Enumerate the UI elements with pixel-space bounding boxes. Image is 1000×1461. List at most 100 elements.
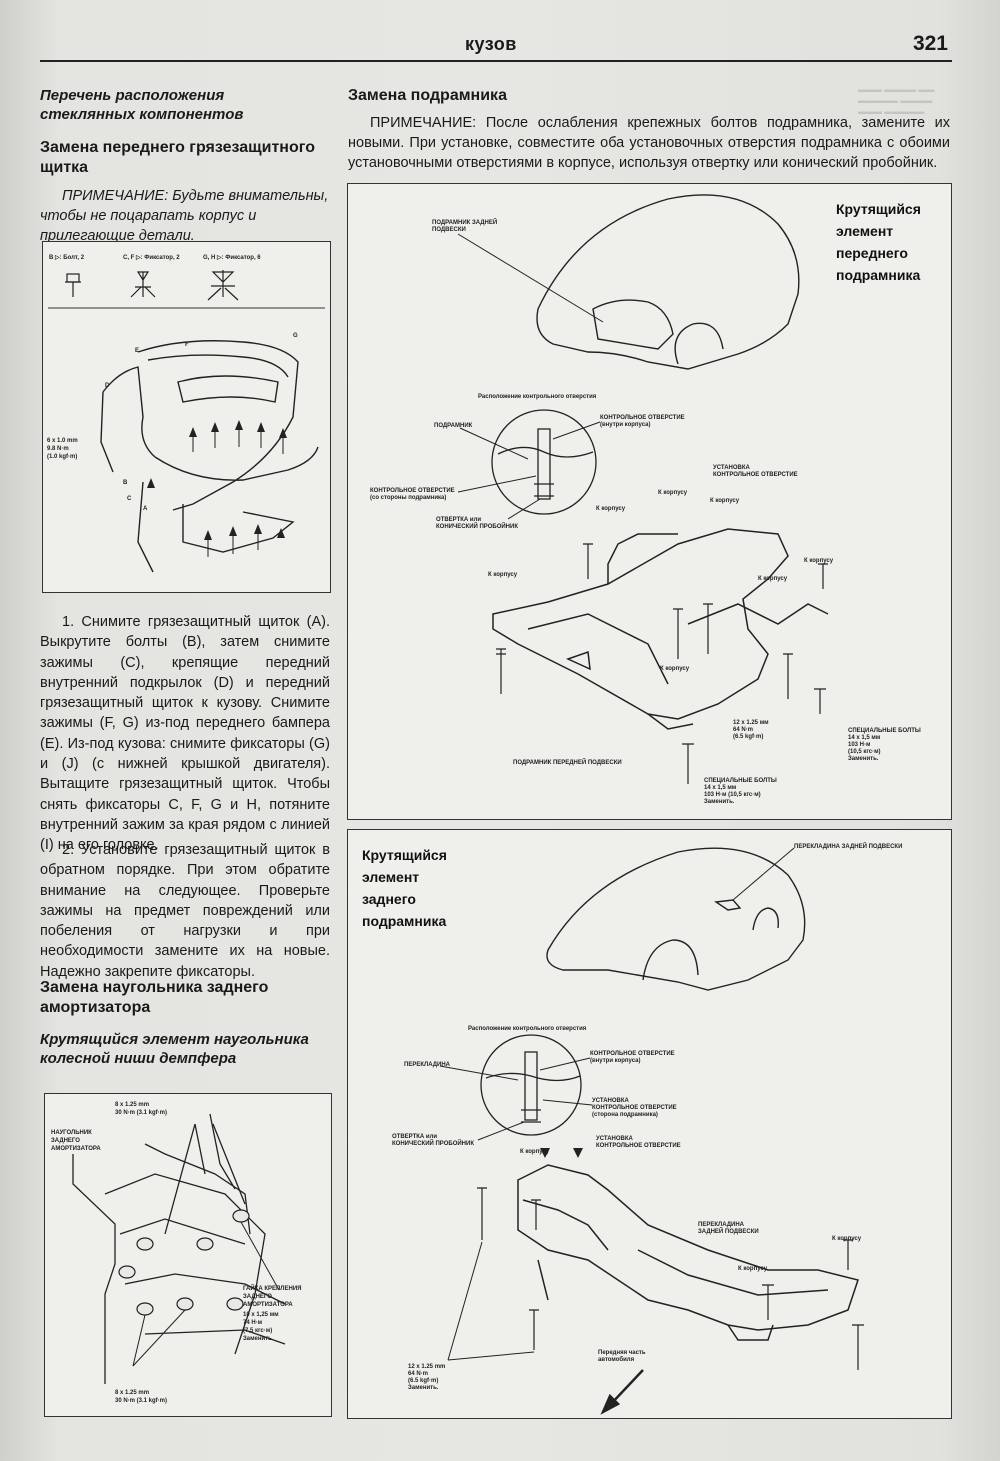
- torque-12-2: 64 N·m: [733, 727, 753, 733]
- callout-letter: C: [127, 496, 132, 502]
- callout-letter: B: [123, 480, 128, 486]
- fig2-title-2: элемент: [836, 223, 893, 239]
- check-hole-side-2: (со стороны подрамника): [370, 495, 446, 501]
- section-title: кузов: [465, 34, 517, 54]
- nut-label-4: 10 x 1,25 мм: [243, 1312, 279, 1318]
- front-subframe-drawing: [492, 528, 829, 730]
- torque-12-3: (6.5 kgf·m): [408, 1378, 438, 1384]
- figure-rear-subframe: Крутящийся элемент заднего подрамника ПЕ…: [347, 829, 952, 1419]
- special-bolts-b-1: СПЕЦИАЛЬНЫЕ БОЛТЫ: [704, 778, 777, 784]
- check-hole-inside-1: КОНТРОЛЬНОЕ ОТВЕРСТИЕ: [600, 415, 685, 421]
- bolt-icon: [496, 543, 828, 784]
- bolt-icon: [477, 1187, 864, 1370]
- fig3-title-1: Крутящийся: [362, 847, 447, 863]
- to-body-label: К корпусу: [660, 666, 690, 672]
- special-bolts-r-5: Заменить.: [848, 756, 879, 762]
- check-hole-detail: [480, 1034, 582, 1136]
- to-body-label: К корпусу: [658, 490, 688, 496]
- to-body-label: К корпусу: [832, 1236, 862, 1242]
- special-bolts-b-2: 14 x 1,5 мм: [704, 785, 737, 791]
- note-subframe: ПРИМЕЧАНИЕ: После ослабления крепежных б…: [348, 115, 950, 171]
- heading-gusset: Замена наугольника заднего амортизатора: [40, 979, 269, 1016]
- car-outline-drawing: [546, 847, 806, 991]
- legend-clip-gh: G, H ▷: Фиксатор, 6: [203, 254, 261, 261]
- screwdriver-1: ОТВЕРТКА или: [392, 1134, 437, 1140]
- nut-label-3: АМОРТИЗАТОРА: [243, 1302, 293, 1308]
- to-body-label: К корпусу: [596, 506, 626, 512]
- to-body-label: К корпусу: [804, 558, 834, 564]
- front-of-vehicle-1: Передняя часть: [598, 1350, 646, 1356]
- nut-label-7: Заменить.: [243, 1336, 274, 1342]
- torque-bottom-2: 30 N·m (3.1 kgf·m): [115, 1398, 167, 1404]
- rear-crossmember-1: ПЕРЕКЛАДИНА: [698, 1222, 745, 1228]
- bolt-icon: [65, 273, 81, 297]
- install-side-3: (сторона подрамника): [592, 1112, 658, 1118]
- figure-gusset: 8 x 1.25 mm 30 N·m (3.1 kgf·m) НАУГОЛЬНИ…: [44, 1093, 332, 1417]
- to-body-arrows: [540, 1148, 583, 1158]
- check-hole-location: Расположение контрольного отверстия: [468, 1026, 587, 1032]
- torque-12-1: 12 x 1.25 mm: [408, 1364, 445, 1370]
- torque-12-2: 64 N·m: [408, 1371, 428, 1377]
- rear-crossmember-2: ЗАДНЕЙ ПОДВЕСКИ: [698, 1227, 759, 1235]
- rear-subframe-drawing: [517, 1164, 859, 1341]
- torque-12-4: Заменить.: [408, 1385, 439, 1391]
- torque-bottom-1: 8 x 1.25 mm: [115, 1390, 149, 1396]
- check-hole-inside-2: (внутри корпуса): [590, 1058, 641, 1064]
- rear-subframe-label-1: ПОДРАМНИК ЗАДНЕЙ: [432, 218, 497, 226]
- check-hole-side-1: КОНТРОЛЬНОЕ ОТВЕРСТИЕ: [370, 488, 455, 494]
- callout-letter: G: [293, 333, 298, 339]
- callout-letter: D: [105, 383, 110, 389]
- header-rule: [40, 60, 952, 62]
- step-1-text: 1. Снимите грязезащитный щиток (A). Выкр…: [40, 614, 330, 854]
- page-number: 321: [912, 32, 948, 55]
- clip-icon-large: [207, 270, 239, 301]
- special-bolts-r-1: СПЕЦИАЛЬНЫЕ БОЛТЫ: [848, 728, 921, 734]
- install-label-1: УСТАНОВКА: [713, 465, 751, 471]
- bleed-through-text: ▬▬▬ ▬▬▬▬ ▬▬▬▬▬▬▬ ▬▬▬▬▬▬▬ ▬▬▬▬▬: [858, 85, 935, 116]
- crossmember-top-label: ПЕРЕКЛАДИНА ЗАДНЕЙ ПОДВЕСКИ: [794, 842, 902, 850]
- bumper-drawing: [100, 340, 319, 573]
- special-bolts-r-2: 14 x 1,5 мм: [848, 735, 881, 741]
- gusset-label-3: АМОРТИЗАТОРА: [51, 1146, 101, 1152]
- nut-label-6: (7,5 кгс·м): [243, 1328, 272, 1334]
- install-side-1: УСТАНОВКА: [592, 1098, 630, 1104]
- check-hole-location: Расположение контрольного отверстия: [478, 394, 597, 400]
- clip-arrows: [147, 420, 287, 540]
- torque-top-1: 8 x 1.25 mm: [115, 1102, 149, 1108]
- screwdriver-1: ОТВЕРТКА или: [436, 517, 481, 523]
- install-label-2: КОНТРОЛЬНОЕ ОТВЕРСТИЕ: [596, 1143, 681, 1149]
- fig2-title-1: Крутящийся: [836, 201, 921, 217]
- figure-front-subframe: ПОДРАМНИК ЗАДНЕЙ ПОДВЕСКИ Крутящийся эле…: [347, 183, 952, 820]
- figure-mudguard: B ▷: Болт, 2 C, F ▷: Фиксатор, 2 G, H ▷:…: [42, 241, 331, 593]
- special-bolts-b-3: 103 Н·м (10,5 кгс·м): [704, 792, 761, 798]
- fig2-title-3: переднего: [836, 245, 908, 261]
- heading-subframe: Замена подрамника: [348, 87, 507, 104]
- to-body-label: К корпусу: [738, 1266, 768, 1272]
- legend-bolt: B ▷: Болт, 2: [49, 254, 85, 261]
- heading-mudguard: Замена переднего грязезащитного щитка: [40, 139, 315, 176]
- clip-icon: [130, 271, 156, 298]
- bolt-icon: [118, 1209, 250, 1316]
- nut-label-2: ЗАДНЕГО: [243, 1294, 272, 1300]
- rear-subframe-label-2: ПОДВЕСКИ: [432, 227, 466, 233]
- heading-glass-list: Перечень расположения стеклянных компоне…: [40, 87, 244, 123]
- car-outline-drawing: [536, 194, 800, 370]
- check-hole-detail: [491, 409, 597, 515]
- fig2-title-4: подрамника: [836, 267, 920, 283]
- fig3-title-3: заднего: [362, 891, 416, 907]
- subheading-gusset: Крутящийся элемент наугольника колесной …: [40, 1031, 309, 1067]
- fig3-title-2: элемент: [362, 869, 419, 885]
- legend-clip-cf: C, F ▷: Фиксатор, 2: [123, 254, 180, 261]
- special-bolts-b-4: Заменить.: [704, 799, 735, 805]
- install-side-2: КОНТРОЛЬНОЕ ОТВЕРСТИЕ: [592, 1105, 677, 1111]
- step-2-text: 2. Установите грязезащитный щиток в обра…: [40, 842, 330, 980]
- torque-12-3: (6.5 kgf·m): [733, 734, 763, 740]
- torque-label-line1: 6 x 1.0 mm: [47, 438, 78, 444]
- install-label-2: КОНТРОЛЬНОЕ ОТВЕРСТИЕ: [713, 472, 798, 478]
- special-bolts-r-4: (10,5 кгс·м): [848, 749, 881, 755]
- callout-letter: A: [143, 506, 148, 512]
- torque-top-2: 30 N·m (3.1 kgf·m): [115, 1110, 167, 1116]
- gusset-drawing: [72, 1113, 286, 1384]
- to-body-label: К корпусу: [758, 576, 788, 582]
- to-body-label: К корпусу: [710, 498, 740, 504]
